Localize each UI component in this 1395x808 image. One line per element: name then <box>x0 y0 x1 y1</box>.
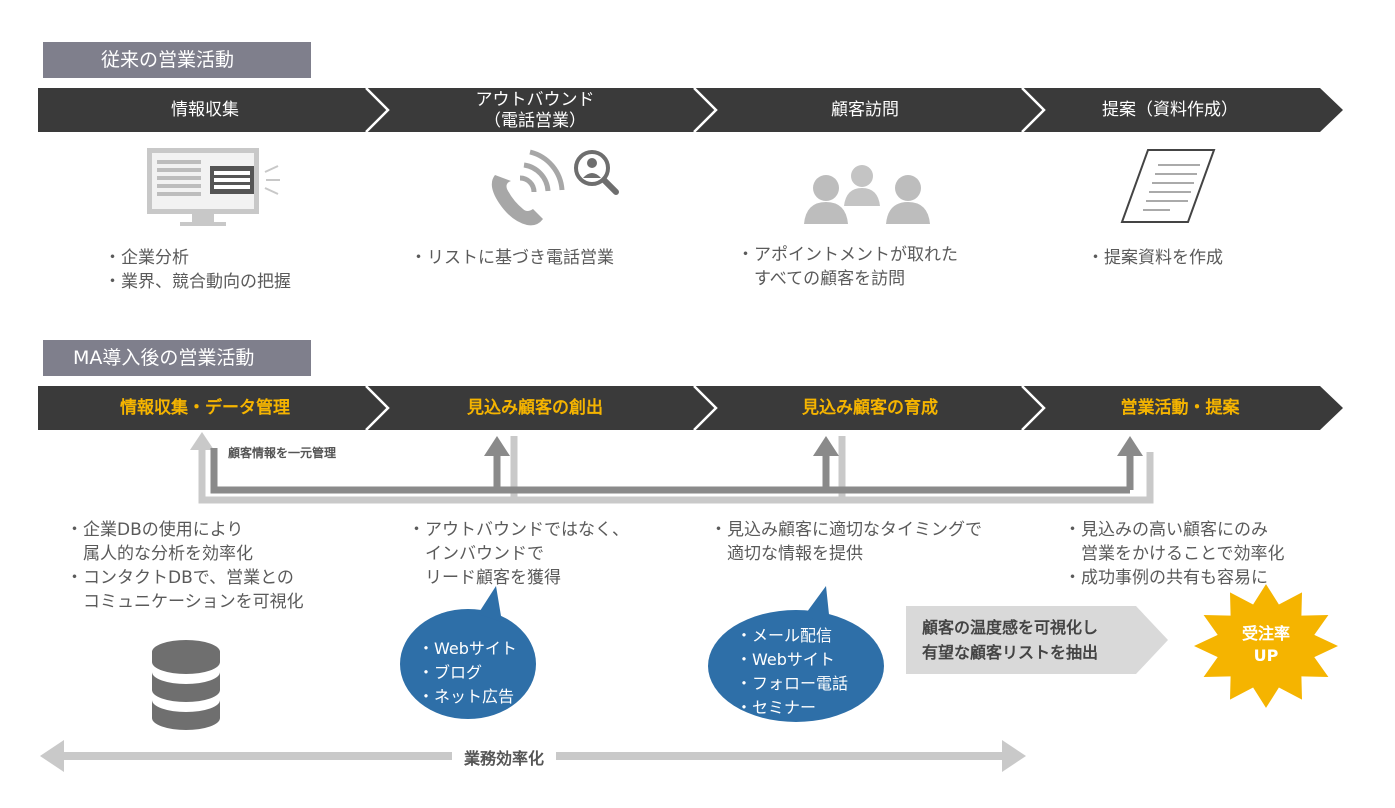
monitor-icon <box>147 148 280 226</box>
speech-bubble-2 <box>708 586 884 722</box>
bubble-1-text: ・Webサイト ・ブログ ・ネット広告 <box>418 639 517 706</box>
people-icon <box>804 165 930 224</box>
traditional-step-1-label: 情報収集 <box>171 100 239 120</box>
ma-section-title: MA導入後の営業活動 <box>43 340 311 376</box>
unified-management-note: 顧客情報を一元管理 <box>228 446 337 460</box>
burst-text: 受注率 UP <box>1241 624 1290 665</box>
ma-step-1-label: 情報収集・データ管理 <box>120 398 290 418</box>
ma-step-2-label: 見込み顧客の創出 <box>467 398 603 418</box>
star-burst-badge <box>1194 584 1338 708</box>
traditional-step-4-label: 提案（資料作成） <box>1102 100 1238 120</box>
bubble-2-text: ・メール配信 ・Webサイト ・フォロー電話 ・セミナー <box>736 626 849 717</box>
traditional-section-title: 従来の営業活動 <box>43 42 311 78</box>
ma-step-2-desc: ・アウトバウンドではなく、 インバウンドで リード顧客を獲得 <box>408 520 629 588</box>
efficiency-label: 業務効率化 <box>452 745 557 769</box>
ma-step-4-label: 営業活動・提案 <box>1120 398 1240 418</box>
speech-bubble-1 <box>400 586 536 719</box>
connector-lines <box>190 432 1154 504</box>
traditional-band <box>38 87 1343 133</box>
database-icon <box>152 640 220 730</box>
traditional-step-1-desc: ・企業分析 ・業界、競合動向の把握 <box>104 248 291 292</box>
document-icon <box>1120 149 1216 223</box>
ma-step-4-desc: ・見込みの高い顧客にのみ 営業をかけることで効率化 ・成功事例の共有も容易に <box>1064 520 1285 588</box>
traditional-step-3-desc: ・アポイントメントが取れた すべての顧客を訪問 <box>737 245 958 289</box>
ma-step-3-label: 見込み顧客の育成 <box>802 398 938 418</box>
traditional-step-2-desc: ・リストに基づき電話営業 <box>410 248 614 268</box>
traditional-step-3-label: 顧客訪問 <box>831 100 899 120</box>
callout-text: 顧客の温度感を可視化し 有望な顧客リストを抽出 <box>922 618 1099 662</box>
callout-arrow <box>906 606 1168 674</box>
phone-search-icon <box>491 149 619 226</box>
ma-step-1-desc: ・企業DBの使用により 属人的な分析を効率化 ・コンタクトDBで、営業との コミ… <box>66 520 304 612</box>
traditional-step-4-desc: ・提案資料を作成 <box>1087 248 1223 268</box>
traditional-step-2-label: アウトバウンド （電話営業） <box>475 90 595 131</box>
ma-step-3-desc: ・見込み顧客に適切なタイミングで 適切な情報を提供 <box>710 520 982 564</box>
ma-band <box>38 385 1343 431</box>
